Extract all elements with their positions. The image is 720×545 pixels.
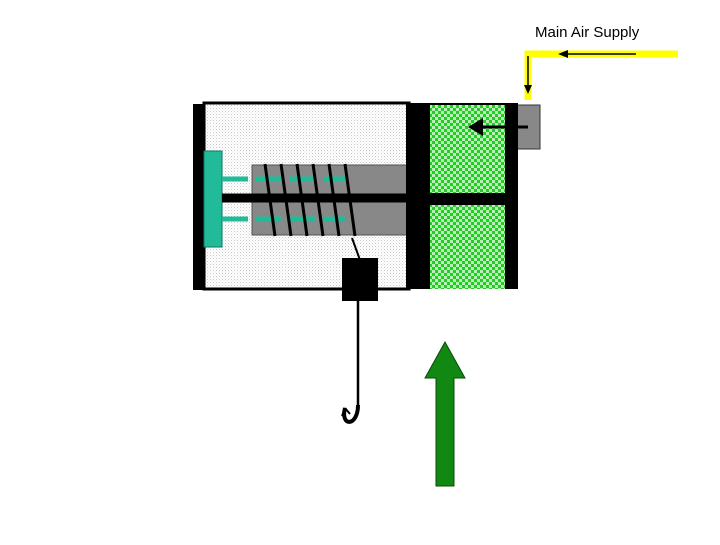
chamber-divider: [426, 193, 516, 205]
left-end-plate: [193, 104, 204, 290]
chamber-inflow-arrow-icon: [468, 118, 528, 136]
inlet-down-arrow-icon: [524, 56, 532, 94]
air-chamber-upper: [430, 105, 505, 193]
hook-icon: [341, 301, 360, 424]
air-supply-line: [524, 50, 678, 100]
load-block: [342, 258, 378, 301]
actuator-plate: [203, 150, 223, 248]
return-spring: [263, 163, 357, 237]
cable-link: [351, 237, 361, 261]
supply-direction-arrow-icon: [558, 50, 636, 58]
lift-up-arrow-icon: [424, 340, 466, 487]
air-chamber-lower: [430, 205, 505, 289]
main-air-supply-label: Main Air Supply: [535, 24, 640, 41]
